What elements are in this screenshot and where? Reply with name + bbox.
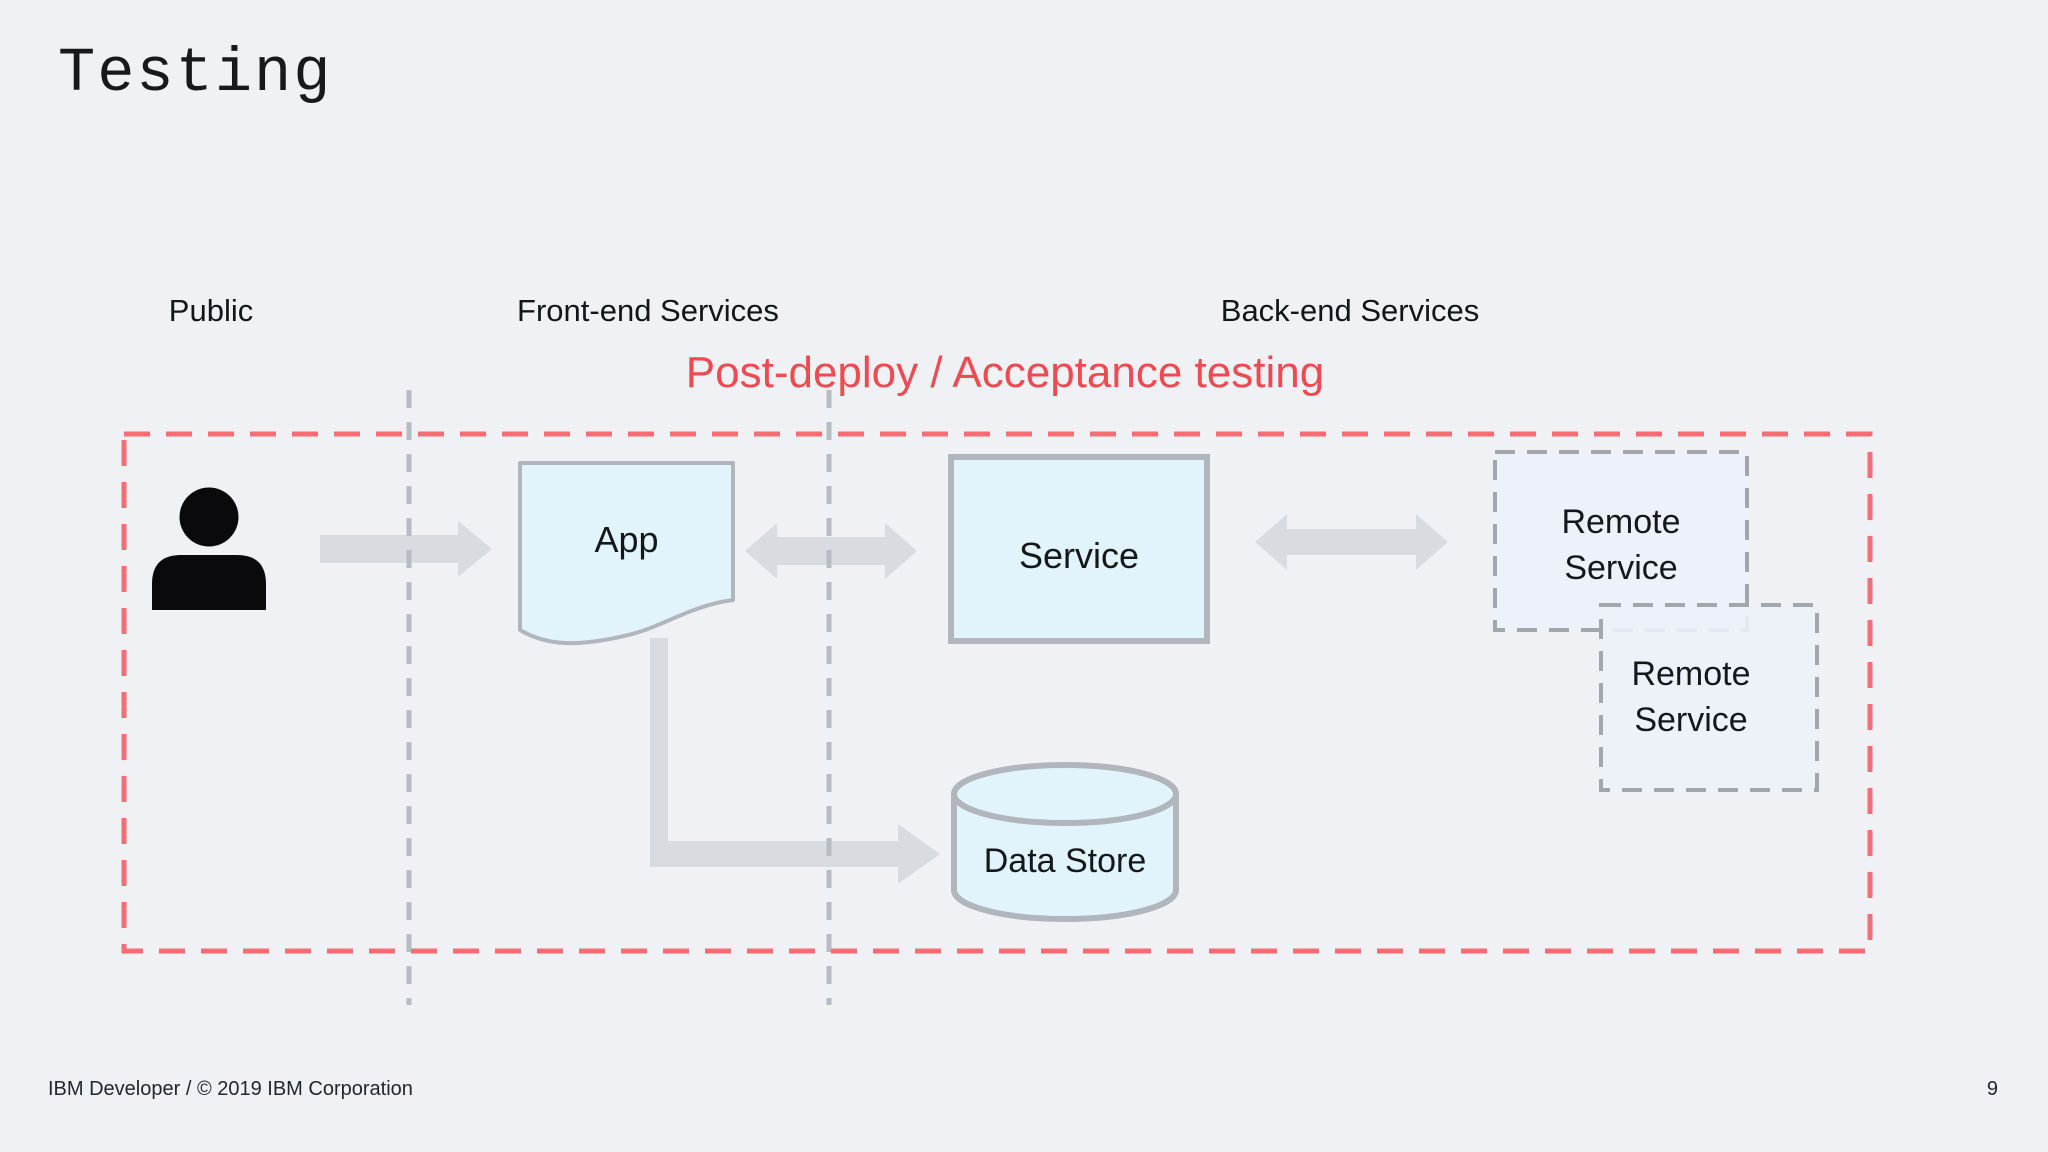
app-node-label: App [594,519,659,560]
data-store-shape [951,762,1179,922]
arrow-service-remote-bidirectional [1255,514,1448,570]
remote-service-2-label: Remote Service [1631,655,1751,739]
service-node-shape [948,454,1210,644]
test-boundary-box [121,431,1873,954]
test-boundary-heading: Post-deploy / Acceptance testing [685,348,1325,397]
page-title: Testing [58,38,333,109]
slide-footer: IBM Developer / © 2019 IBM Corporation [48,1078,413,1100]
remote-service-2-shape [1599,603,1819,792]
arrow-app-to-datastore [650,638,940,884]
data-store-label: Data Store [983,842,1147,880]
arrow-user-to-app [320,521,492,577]
remote-service-1-label: Remote Service [1561,503,1681,587]
app-node-shape [518,461,735,646]
lane-label-frontend: Front-end Services [517,293,779,328]
user-icon [152,487,266,610]
slide-page-number: 9 [1986,1078,1998,1100]
lane-label-public: Public [168,293,254,328]
service-node-label: Service [1018,535,1140,576]
lane-label-backend: Back-end Services [1220,293,1480,328]
